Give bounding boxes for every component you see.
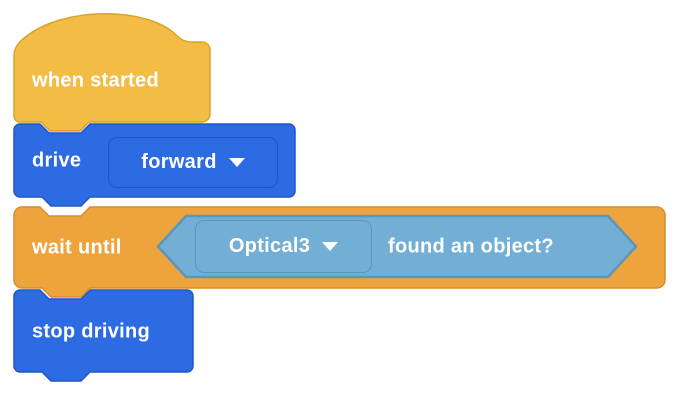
optical-condition-hexagon[interactable]	[156, 214, 638, 279]
drive-direction-dropdown[interactable]: forward	[108, 137, 278, 188]
chevron-down-icon	[322, 242, 339, 251]
when-started-label: when started	[32, 69, 159, 92]
drive-direction-value: forward	[141, 151, 217, 173]
found-an-object-label: found an object?	[388, 235, 554, 258]
stop-driving-label: stop driving	[32, 320, 151, 343]
optical-sensor-dropdown[interactable]: Optical3	[195, 220, 372, 273]
drive-label: drive	[32, 149, 82, 172]
optical-sensor-value: Optical3	[228, 235, 311, 257]
wait-until-label: wait until	[32, 236, 122, 259]
chevron-down-icon	[228, 158, 245, 167]
when-started-block[interactable]	[13, 13, 211, 132]
stop-driving-block[interactable]	[13, 289, 194, 382]
drive-block[interactable]	[13, 123, 296, 207]
